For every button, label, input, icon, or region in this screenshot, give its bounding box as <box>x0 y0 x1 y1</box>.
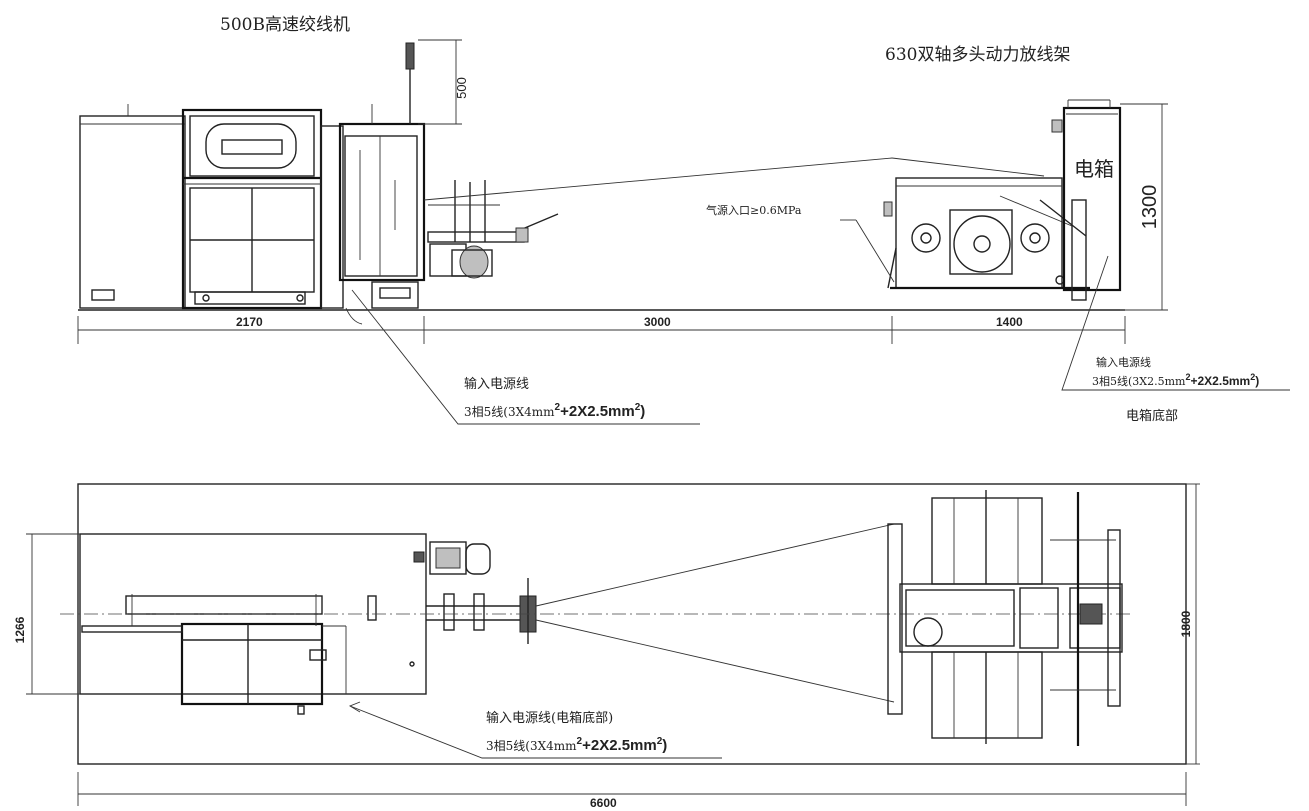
front-elevation: 500 <box>77 39 1290 425</box>
front-right-power-title: 输入电源线 <box>1096 355 1151 369</box>
plan-view: 1266 1800 6600 输入电源线(电箱底部) 3相5线(3X4mm2+2… <box>13 483 1200 810</box>
plan-power-title: 输入电源线(电箱底部) <box>486 710 613 726</box>
title-pay-off-stand: 630双轴多头动力放线架 <box>885 45 1070 65</box>
dim-1800: 1800 <box>1179 610 1193 637</box>
dim-1266: 1266 <box>13 616 27 643</box>
front-capstan-section <box>320 39 462 309</box>
front-stranding-body <box>181 108 323 310</box>
dim-6600: 6600 <box>590 796 617 810</box>
electric-box-label: 电箱 <box>1074 157 1114 181</box>
air-inlet-label: 气源入口≥0.6MPa <box>706 203 802 217</box>
dim-1300: 1300 <box>1139 185 1161 230</box>
dim-3000: 3000 <box>644 315 671 329</box>
dim-500: 500 <box>454 77 469 99</box>
front-electric-box <box>1051 99 1122 301</box>
electric-box-bottom-label: 电箱底部 <box>1126 408 1178 424</box>
front-left-power-spec: 3相5线(3X4mm2+2X2.5mm2) <box>464 402 645 420</box>
plan-power-spec: 3相5线(3X4mm2+2X2.5mm2) <box>486 736 667 754</box>
front-motor <box>427 180 559 279</box>
front-payoff-stand <box>883 177 1090 290</box>
front-left-cabinet <box>79 104 186 309</box>
plan-payoff-stand <box>887 490 1123 746</box>
dim-2170: 2170 <box>236 315 263 329</box>
front-left-power-title: 输入电源线 <box>464 376 529 392</box>
title-stranding-machine: 500B高速绞线机 <box>220 15 350 35</box>
front-right-power-spec: 3相5线(3X2.5mm2+2X2.5mm2) <box>1092 372 1259 388</box>
dim-1400: 1400 <box>996 315 1023 329</box>
